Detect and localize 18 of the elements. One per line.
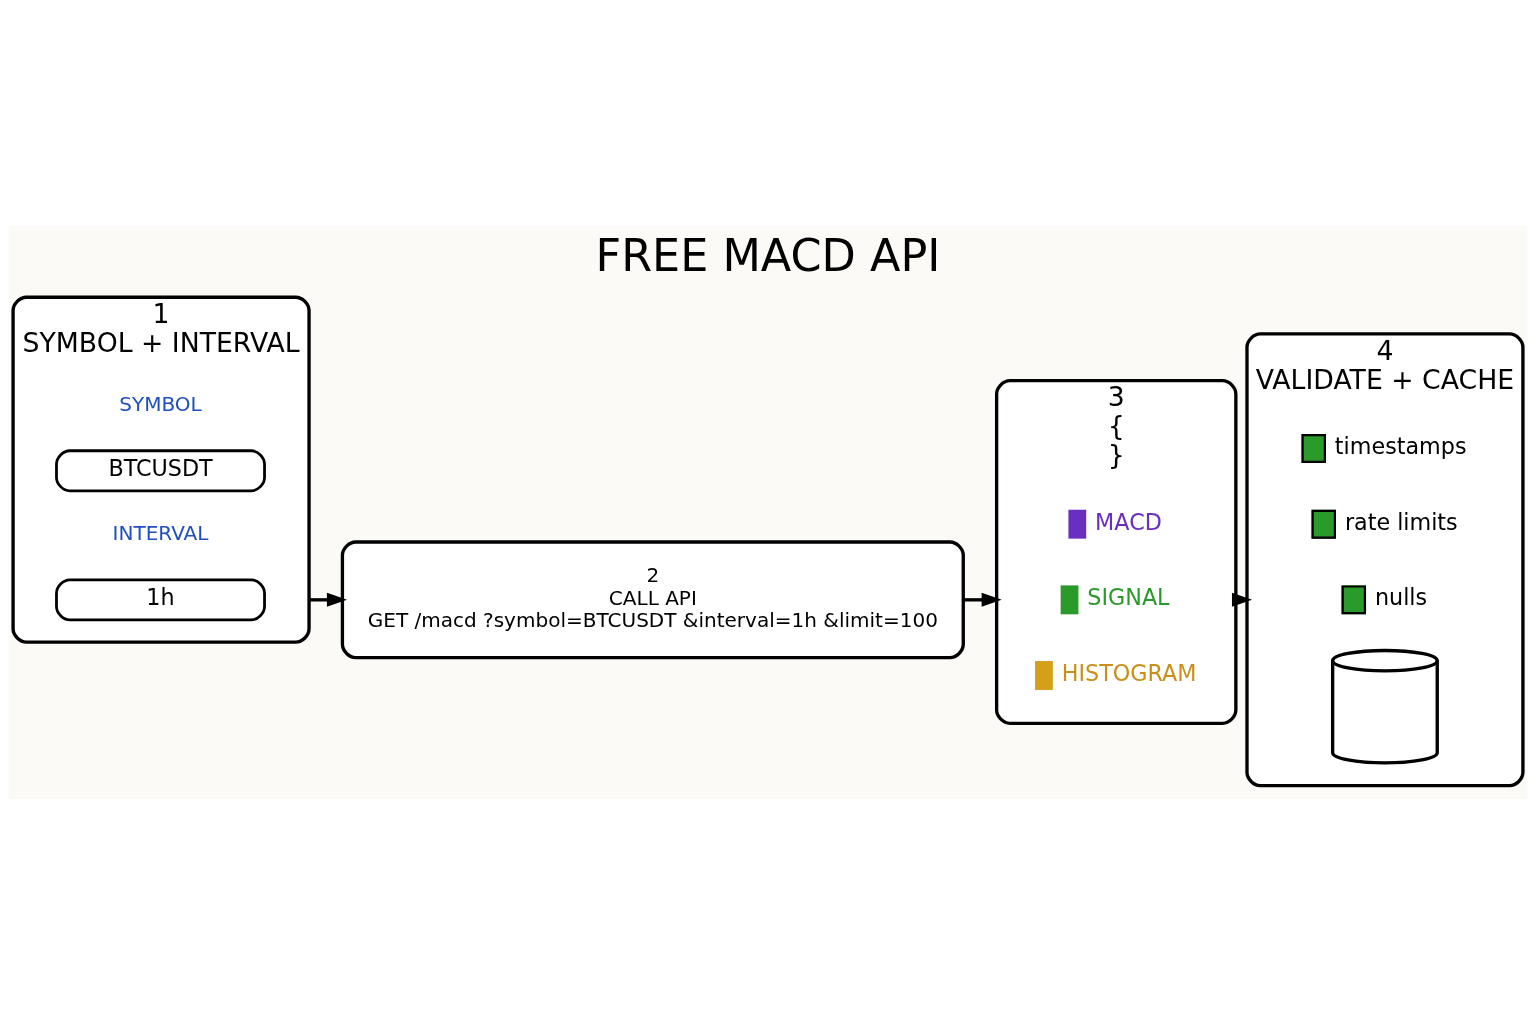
arrow — [309, 592, 347, 607]
node-label: SYMBOL — [119, 391, 202, 416]
node-box: BTCUSDT — [55, 448, 266, 492]
node-label: HISTOGRAM — [1061, 659, 1197, 686]
arrow — [963, 592, 1002, 607]
arrow — [1231, 592, 1253, 607]
node-box — [1068, 509, 1087, 539]
node-label: timestamps — [1334, 432, 1467, 459]
node-label: INTERVAL — [112, 520, 209, 545]
node-label: MACD — [1095, 508, 1162, 535]
diagram-title: FREE MACD API — [595, 229, 941, 280]
node-label: nulls — [1374, 583, 1428, 610]
node-box — [1035, 660, 1053, 690]
node-box — [1060, 584, 1079, 614]
node-box: 2 CALL API GET /macd ?symbol=BTCUSDT &interval=1h &limit=100 — [340, 539, 965, 659]
node-label: rate limits — [1344, 508, 1458, 535]
node-label: SIGNAL — [1087, 583, 1170, 610]
node-box: 1h — [55, 577, 266, 621]
